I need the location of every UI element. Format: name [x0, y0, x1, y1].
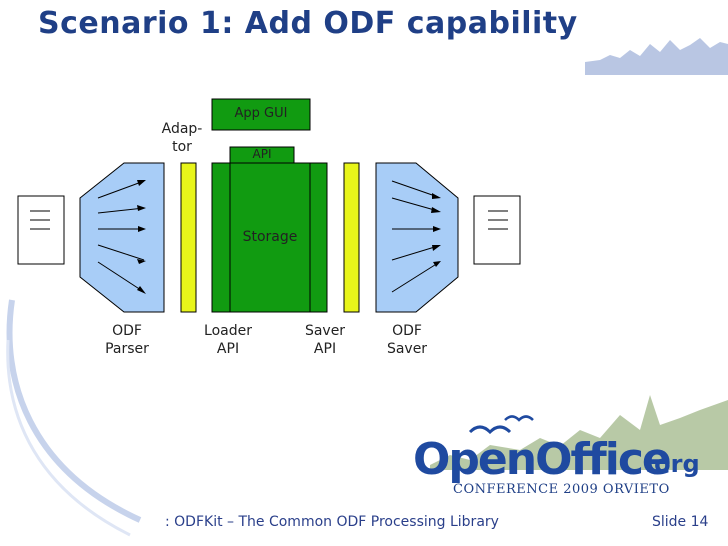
odf-saver-shape — [375, 162, 459, 313]
app-gui-box — [211, 98, 311, 131]
odf-parser-shape — [79, 162, 165, 313]
storage-label: Storage — [242, 229, 298, 245]
slide-number: Slide 14 — [652, 514, 709, 530]
slide-title: Scenario 1: Add ODF capability — [38, 6, 578, 41]
loader-api-bar — [211, 162, 231, 313]
adaptor-bar-left — [180, 162, 197, 313]
logo-main-text: OpenOffice — [413, 434, 672, 485]
odf-saver-label: ODF Saver — [386, 323, 428, 357]
adaptor-bar-right — [343, 162, 360, 313]
parser-arrows — [97, 180, 145, 293]
openoffice-logo: OpenOffice .org CONFERENCE 2009 ORVIETO — [395, 420, 725, 510]
input-document-icon — [17, 195, 65, 265]
output-document-icon — [473, 195, 521, 265]
odf-parser-label: ODF Parser — [105, 323, 149, 357]
saver-arrows — [391, 180, 439, 293]
app-gui-label: App GUI — [234, 106, 288, 121]
adaptor-label: Adap- tor — [161, 121, 203, 155]
logo-subtitle: CONFERENCE 2009 ORVIETO — [453, 482, 670, 497]
loader-api-label: Loader API — [204, 323, 252, 357]
api-label: API — [252, 147, 272, 161]
saver-api-bar — [309, 162, 328, 313]
saver-api-label: Saver API — [304, 323, 346, 357]
logo-org-text: .org — [645, 450, 700, 478]
footer-text: : ODFKit – The Common ODF Processing Lib… — [165, 514, 499, 530]
